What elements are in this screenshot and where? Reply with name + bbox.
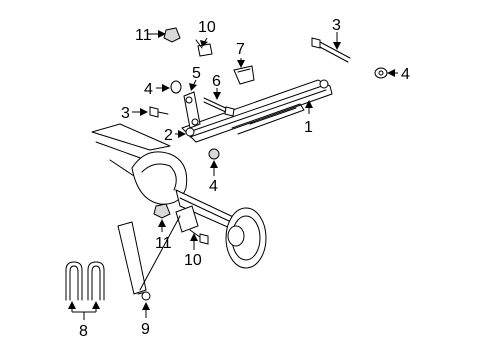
callout-labels: 11 10 3 7 4 5 6 4 3 1 2 4 11 10 9 8 (79, 17, 410, 340)
nut-upper-left (170, 80, 182, 94)
bolt-left (149, 106, 169, 118)
u-bolts (65, 261, 105, 301)
brake-drum (225, 207, 267, 269)
leaders (68, 30, 398, 320)
nut-center (208, 148, 220, 160)
callout-7: 7 (236, 41, 245, 58)
callout-10-lower: 10 (184, 252, 202, 269)
callout-4-upper-left: 4 (144, 81, 153, 98)
bolt-lower (189, 229, 209, 245)
nut-lower (153, 203, 171, 219)
shackle-bolt (203, 97, 235, 117)
spring-plate (233, 65, 255, 85)
callout-3-left: 3 (121, 105, 130, 122)
shock-absorber (117, 215, 181, 301)
spring-bolt-upper (311, 37, 351, 63)
lower-bracket (175, 205, 199, 233)
callout-4-right: 4 (401, 66, 410, 83)
nut-top (163, 27, 181, 43)
callout-11-lower: 11 (155, 235, 172, 252)
callout-11-top: 11 (135, 27, 152, 44)
callout-4-center: 4 (209, 178, 218, 195)
callout-3-top: 3 (332, 17, 341, 34)
callout-10-top: 10 (198, 19, 216, 36)
callout-9: 9 (141, 321, 150, 338)
callout-2: 2 (164, 127, 173, 144)
nut-right (374, 67, 388, 79)
callout-5: 5 (192, 65, 201, 82)
bolt-top (195, 39, 213, 57)
callout-6: 6 (212, 73, 221, 90)
leaf-spring (181, 79, 333, 143)
shackle (183, 91, 201, 129)
callout-1: 1 (304, 119, 313, 136)
callout-8: 8 (79, 323, 88, 340)
